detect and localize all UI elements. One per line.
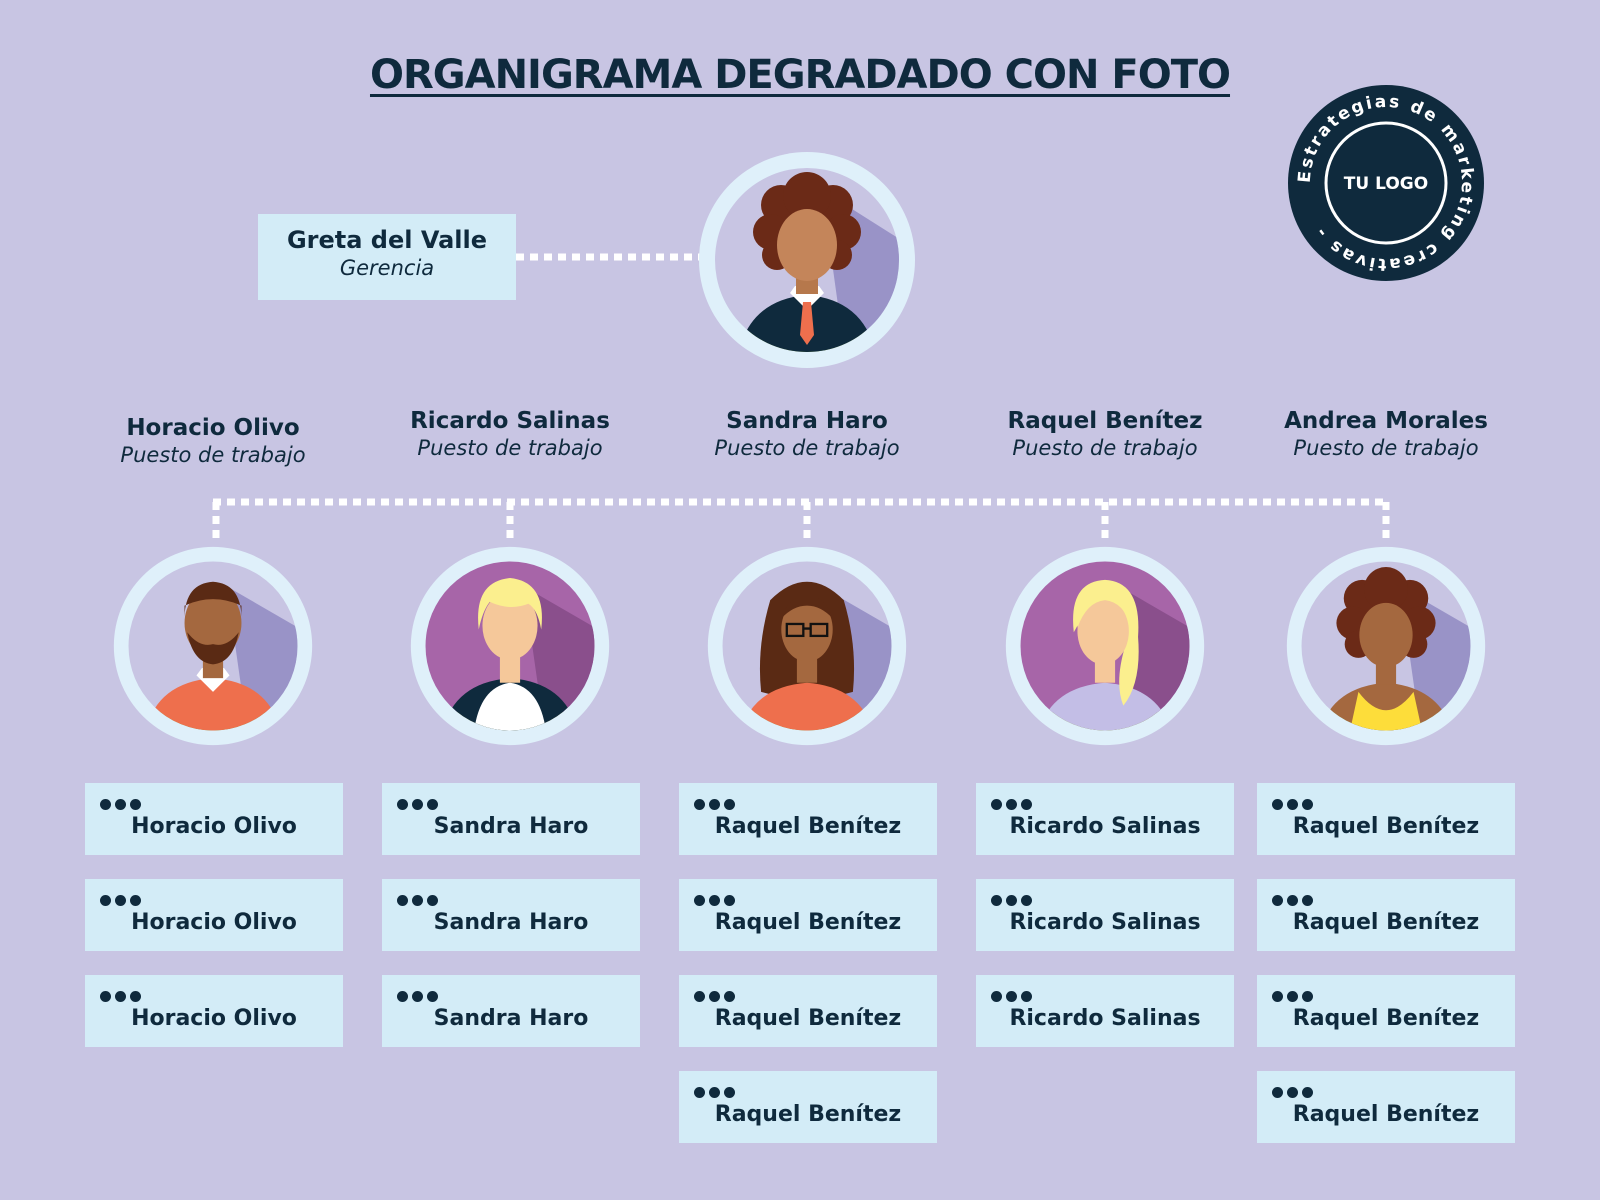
- column-name: Ricardo Salinas: [410, 408, 610, 434]
- dots-icon: [1272, 1083, 1317, 1098]
- dots-icon: [397, 891, 442, 906]
- member-card: Horacio Olivo: [85, 879, 343, 951]
- avatar-horacio-olivo: [113, 546, 313, 746]
- member-name: Ricardo Salinas: [1009, 1006, 1201, 1031]
- dots-icon: [100, 987, 145, 1002]
- boss-name: Greta del Valle: [286, 226, 488, 254]
- dots-icon: [397, 987, 442, 1002]
- dots-icon: [100, 891, 145, 906]
- member-card: Sandra Haro: [382, 783, 640, 855]
- column-name: Horacio Olivo: [126, 415, 300, 441]
- member-name: Horacio Olivo: [131, 910, 297, 935]
- member-name: Raquel Benítez: [714, 910, 902, 935]
- dots-icon: [1272, 795, 1317, 810]
- member-name: Raquel Benítez: [714, 1102, 902, 1127]
- dots-icon: [991, 987, 1036, 1002]
- boss-box: Greta del Valle Gerencia: [258, 214, 516, 300]
- dots-icon: [694, 1083, 739, 1098]
- dots-icon: [100, 795, 145, 810]
- dots-icon: [694, 795, 739, 810]
- avatar-andrea-morales: [1286, 546, 1486, 746]
- member-name: Horacio Olivo: [131, 814, 297, 839]
- member-card: Raquel Benítez: [1257, 1071, 1515, 1143]
- column-role: Puesto de trabajo: [1012, 436, 1198, 460]
- column-role: Puesto de trabajo: [714, 436, 900, 460]
- column-label: Raquel Benítez Puesto de trabajo: [960, 408, 1250, 460]
- column-label: Andrea Morales Puesto de trabajo: [1241, 408, 1531, 460]
- member-name: Raquel Benítez: [1292, 910, 1480, 935]
- member-card: Ricardo Salinas: [976, 975, 1234, 1047]
- member-name: Raquel Benítez: [1292, 1102, 1480, 1127]
- column-role: Puesto de trabajo: [417, 436, 603, 460]
- member-name: Horacio Olivo: [131, 1006, 297, 1031]
- column-role: Puesto de trabajo: [1293, 436, 1479, 460]
- avatar-sandra-haro: [707, 546, 907, 746]
- member-name: Sandra Haro: [433, 910, 589, 935]
- boss-avatar: [699, 152, 915, 368]
- member-card: Raquel Benítez: [1257, 879, 1515, 951]
- dots-icon: [1272, 987, 1317, 1002]
- member-card: Horacio Olivo: [85, 975, 343, 1047]
- column-role: Puesto de trabajo: [120, 443, 306, 467]
- dots-icon: [1272, 891, 1317, 906]
- dots-icon: [397, 795, 442, 810]
- dots-icon: [991, 795, 1036, 810]
- dots-icon: [694, 891, 739, 906]
- dots-icon: [694, 987, 739, 1002]
- column-name: Raquel Benítez: [1007, 408, 1203, 434]
- column-name: Sandra Haro: [726, 408, 888, 434]
- member-name: Ricardo Salinas: [1009, 910, 1201, 935]
- member-card: Ricardo Salinas: [976, 783, 1234, 855]
- column-label: Sandra Haro Puesto de trabajo: [662, 408, 952, 460]
- member-card: Raquel Benítez: [679, 879, 937, 951]
- member-name: Raquel Benítez: [714, 814, 902, 839]
- member-card: Horacio Olivo: [85, 783, 343, 855]
- avatar-ricardo-salinas: [410, 546, 610, 746]
- member-card: Sandra Haro: [382, 879, 640, 951]
- member-name: Sandra Haro: [433, 1006, 589, 1031]
- dots-icon: [991, 891, 1036, 906]
- member-card: Raquel Benítez: [679, 975, 937, 1047]
- avatar-raquel-benitez: [1005, 546, 1205, 746]
- member-card: Sandra Haro: [382, 975, 640, 1047]
- member-name: Ricardo Salinas: [1009, 814, 1201, 839]
- chart-title: ORGANIGRAMA DEGRADADO CON FOTO: [369, 52, 1231, 98]
- member-card: Raquel Benítez: [679, 783, 937, 855]
- logo-center-text: TU LOGO: [1344, 174, 1428, 194]
- member-card: Raquel Benítez: [1257, 975, 1515, 1047]
- member-name: Raquel Benítez: [1292, 1006, 1480, 1031]
- member-name: Raquel Benítez: [1292, 814, 1480, 839]
- member-card: Ricardo Salinas: [976, 879, 1234, 951]
- member-name: Sandra Haro: [433, 814, 589, 839]
- column-label: Ricardo Salinas Puesto de trabajo: [365, 408, 655, 460]
- member-card: Raquel Benítez: [1257, 783, 1515, 855]
- logo-badge: Estrategias de marketing creativas - TU …: [1288, 85, 1484, 281]
- boss-role: Gerencia: [339, 256, 435, 280]
- member-name: Raquel Benítez: [714, 1006, 902, 1031]
- column-label: Horacio Olivo Puesto de trabajo: [68, 415, 358, 467]
- member-card: Raquel Benítez: [679, 1071, 937, 1143]
- column-name: Andrea Morales: [1284, 408, 1488, 434]
